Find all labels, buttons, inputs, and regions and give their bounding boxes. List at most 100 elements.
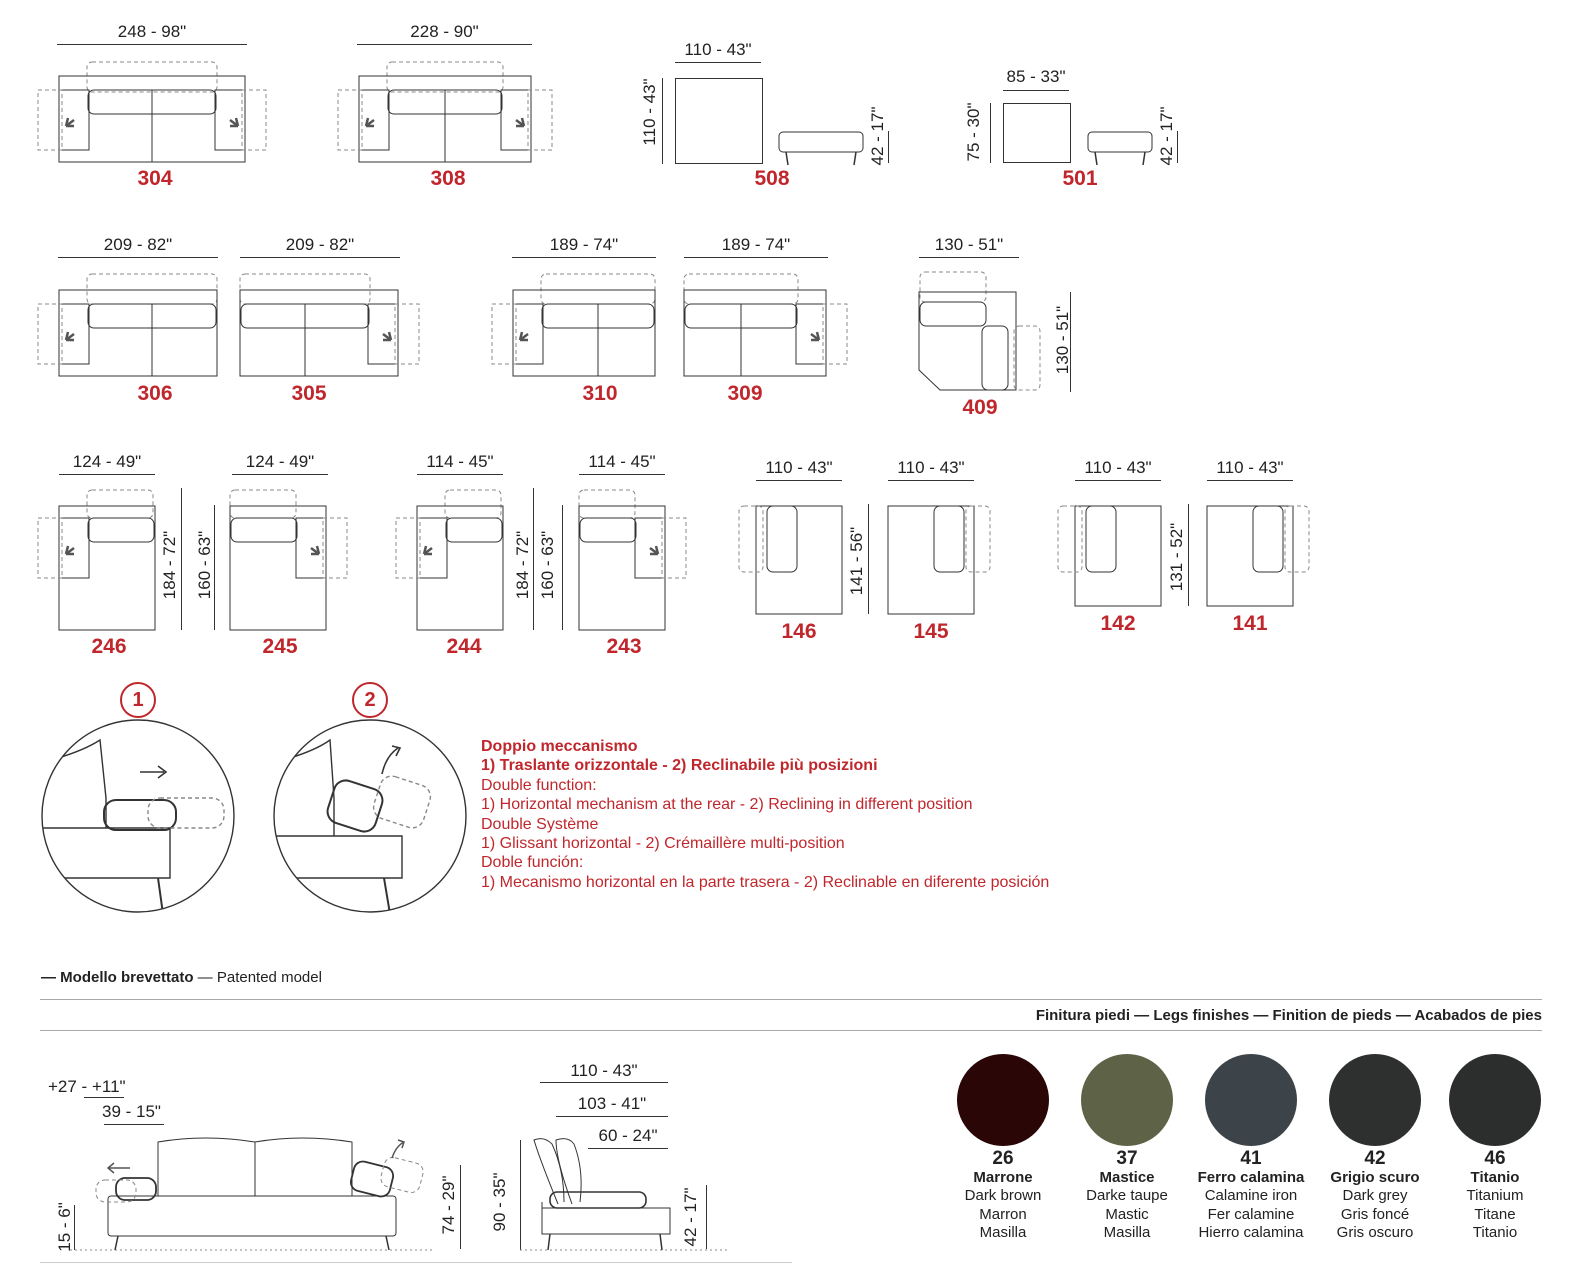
dim-width-142: 110 - 43": [1084, 458, 1152, 477]
dim-line: [562, 505, 563, 630]
dim-depth-244: 184 - 72": [513, 530, 532, 600]
chaise-244-plan: [395, 489, 504, 631]
dim-line: [888, 480, 974, 481]
finish-name-es: Titanio: [1472, 1224, 1518, 1241]
step-2-badge: 2: [352, 682, 388, 718]
dim-line: [417, 474, 503, 475]
sofa-309-plan: [683, 273, 848, 377]
dim-line: [1075, 480, 1161, 481]
sofa-304-plan: [37, 61, 267, 163]
finish-number: 37: [1116, 1148, 1138, 1169]
dim-line: [579, 474, 665, 475]
mechanism-description: Doppio meccanismo 1) Traslante orizzonta…: [481, 737, 1049, 892]
finish-name-fr: Fer calamine: [1207, 1205, 1295, 1223]
dim-line: [556, 1116, 668, 1117]
finish-swatch-41: [1205, 1054, 1297, 1146]
finish-label-46: 46 Titanio Titanium Titane Titanio: [1430, 1149, 1560, 1243]
dim-line: [1070, 292, 1071, 392]
model-code-306: 306: [137, 382, 173, 405]
patent-note: — Modello brevettato — Patented model: [41, 969, 322, 986]
model-code-508: 508: [754, 167, 790, 190]
finish-name-es: Masilla: [979, 1224, 1027, 1241]
divider: [40, 999, 1542, 1000]
dim-line: [868, 504, 869, 614]
dim-line: [540, 1082, 668, 1083]
dim-line: [214, 505, 215, 630]
dim-depth-508: 110 - 43": [640, 78, 659, 146]
model-code-305: 305: [291, 382, 327, 405]
dim-depth-seat: 60 - 24": [598, 1126, 658, 1145]
patent-note-bold: — Modello brevettato: [41, 969, 194, 986]
dim-line: [58, 257, 218, 258]
divider: [40, 1030, 1542, 1031]
dim-depth-total: 110 - 43": [570, 1061, 638, 1080]
chaise-245-plan: [229, 489, 348, 631]
mechanism-2-illustration: [273, 719, 467, 913]
finish-name-en: Titanium: [1466, 1187, 1524, 1204]
model-code-310: 310: [582, 382, 618, 405]
model-code-244: 244: [446, 635, 482, 658]
model-code-246: 246: [91, 635, 127, 658]
finish-number: 41: [1240, 1148, 1262, 1169]
model-code-304: 304: [137, 167, 173, 190]
dim-line: [460, 1165, 461, 1249]
finish-number: 42: [1364, 1148, 1386, 1169]
patent-note-text: — Patented model: [193, 969, 322, 986]
legs-finishes-title: Finitura piedi — Legs finishes — Finitio…: [1035, 1007, 1542, 1024]
finish-swatch-37: [1081, 1054, 1173, 1146]
finish-name-fr: Gris foncé: [1340, 1205, 1410, 1223]
dim-depth-245: 160 - 63": [195, 530, 214, 600]
dim-line: [84, 1097, 124, 1098]
finish-name-fr: Mastic: [1105, 1205, 1149, 1223]
dim-line: [357, 44, 532, 45]
finish-name-es: Masilla: [1103, 1224, 1151, 1241]
dim-line: [104, 1124, 164, 1125]
model-code-146: 146: [781, 620, 817, 643]
dim-line: [240, 257, 400, 258]
model-code-243: 243: [606, 635, 642, 658]
dim-line: [662, 78, 663, 164]
finish-name-fr: Titane: [1474, 1205, 1516, 1223]
dim-depth-501: 75 - 30": [964, 102, 983, 162]
dim-line: [756, 480, 842, 481]
dim-depth-146: 141 - 56": [847, 526, 866, 596]
dim-width-304: 248 - 98": [117, 22, 187, 41]
finish-name-fr: Marron: [979, 1205, 1027, 1223]
dim-line: [181, 488, 182, 630]
dim-line: [57, 44, 247, 45]
dim-width-141: 110 - 43": [1216, 458, 1284, 477]
dim-line: [1177, 131, 1178, 163]
dim-line: [706, 1185, 707, 1249]
dim-width-246: 124 - 49": [72, 452, 142, 471]
chaise-243-plan: [578, 489, 687, 631]
dim-depth-246: 184 - 72": [160, 530, 179, 600]
dim-width-308: 228 - 90": [410, 22, 479, 41]
mechanism-line: Doble función:: [481, 854, 584, 872]
model-code-409: 409: [962, 396, 998, 419]
sofa-305-plan: [239, 273, 420, 377]
dim-line: [990, 103, 991, 163]
dim-width-245: 124 - 49": [245, 452, 315, 471]
dim-line: [1207, 480, 1293, 481]
model-code-501: 501: [1062, 167, 1098, 190]
divider: [40, 1262, 792, 1263]
model-code-142: 142: [1100, 612, 1136, 635]
corner-409-plan: [918, 271, 1041, 391]
finish-name-en: Dark brown: [964, 1187, 1042, 1204]
sofa-308-plan: [337, 61, 553, 163]
dim-width-243: 114 - 45": [588, 452, 656, 471]
chaise-145-plan: [887, 505, 991, 615]
dim-seat-height: 15 - 6": [55, 1202, 74, 1252]
finish-name-en: Darke taupe: [1086, 1187, 1168, 1204]
dim-width-501: 85 - 33": [1006, 67, 1066, 86]
pouf-508-side: [778, 131, 864, 166]
step-1-badge: 1: [120, 682, 156, 718]
finish-label-37: 37 Mastice Darke taupe Mastic Masilla: [1062, 1148, 1192, 1243]
finish-name: Mastice: [1099, 1168, 1155, 1186]
dim-line: [588, 1148, 668, 1149]
mechanism-line: Double function:: [481, 776, 597, 794]
dim-width-309: 189 - 74": [721, 235, 791, 254]
dim-line: [675, 62, 761, 63]
finish-number: 26: [992, 1148, 1014, 1169]
dim-line: [1188, 504, 1189, 606]
